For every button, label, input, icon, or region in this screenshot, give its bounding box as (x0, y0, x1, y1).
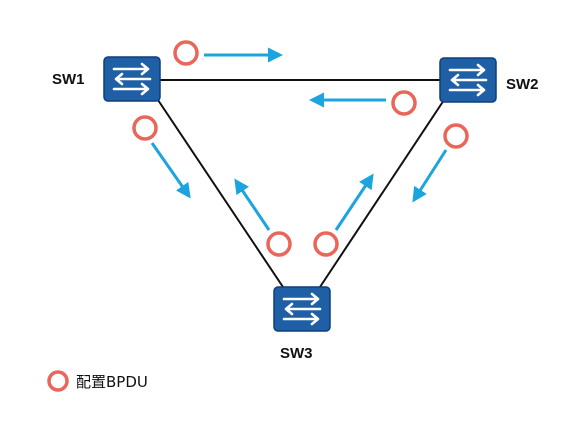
bpdu-circle (132, 115, 158, 141)
bpdu-sw3-to-sw2 (313, 173, 374, 257)
bpdu-sw1-to-sw3 (132, 115, 191, 199)
switch-sw3 (273, 286, 331, 332)
bpdu-circle (266, 231, 292, 257)
switch-label-sw2: SW2 (506, 76, 539, 93)
bpdu-sw2-to-sw3 (412, 123, 469, 203)
direction-arrow (234, 178, 271, 231)
legend: 配置BPDU (47, 370, 148, 392)
switch-label-sw3: SW3 (280, 345, 313, 362)
bpdu-sw2-to-sw1 (309, 90, 417, 116)
bpdu-sw3-to-sw1 (234, 178, 292, 257)
switch-arrows-icon (282, 292, 322, 326)
direction-arrow (412, 149, 448, 203)
link-sw2-sw3 (317, 99, 445, 291)
switch-sw2 (439, 57, 497, 103)
legend-bpdu-circle-icon (47, 370, 69, 392)
bpdu-sw1-to-sw2 (173, 40, 283, 66)
switch-sw1 (103, 56, 161, 102)
switch-arrows-icon (448, 63, 488, 97)
switch-arrows-icon (112, 62, 152, 96)
link-sw1-sw3 (157, 99, 286, 291)
direction-arrow (150, 142, 191, 199)
direction-arrow (334, 173, 374, 231)
bpdu-circle (313, 231, 339, 257)
links (157, 79, 445, 291)
bpdu-circle (391, 90, 417, 116)
bpdu-circle (443, 123, 469, 149)
bpdu-markers (132, 40, 469, 257)
switch-label-sw1: SW1 (52, 71, 85, 88)
legend-label: 配置BPDU (76, 373, 148, 391)
bpdu-circle (173, 40, 199, 66)
